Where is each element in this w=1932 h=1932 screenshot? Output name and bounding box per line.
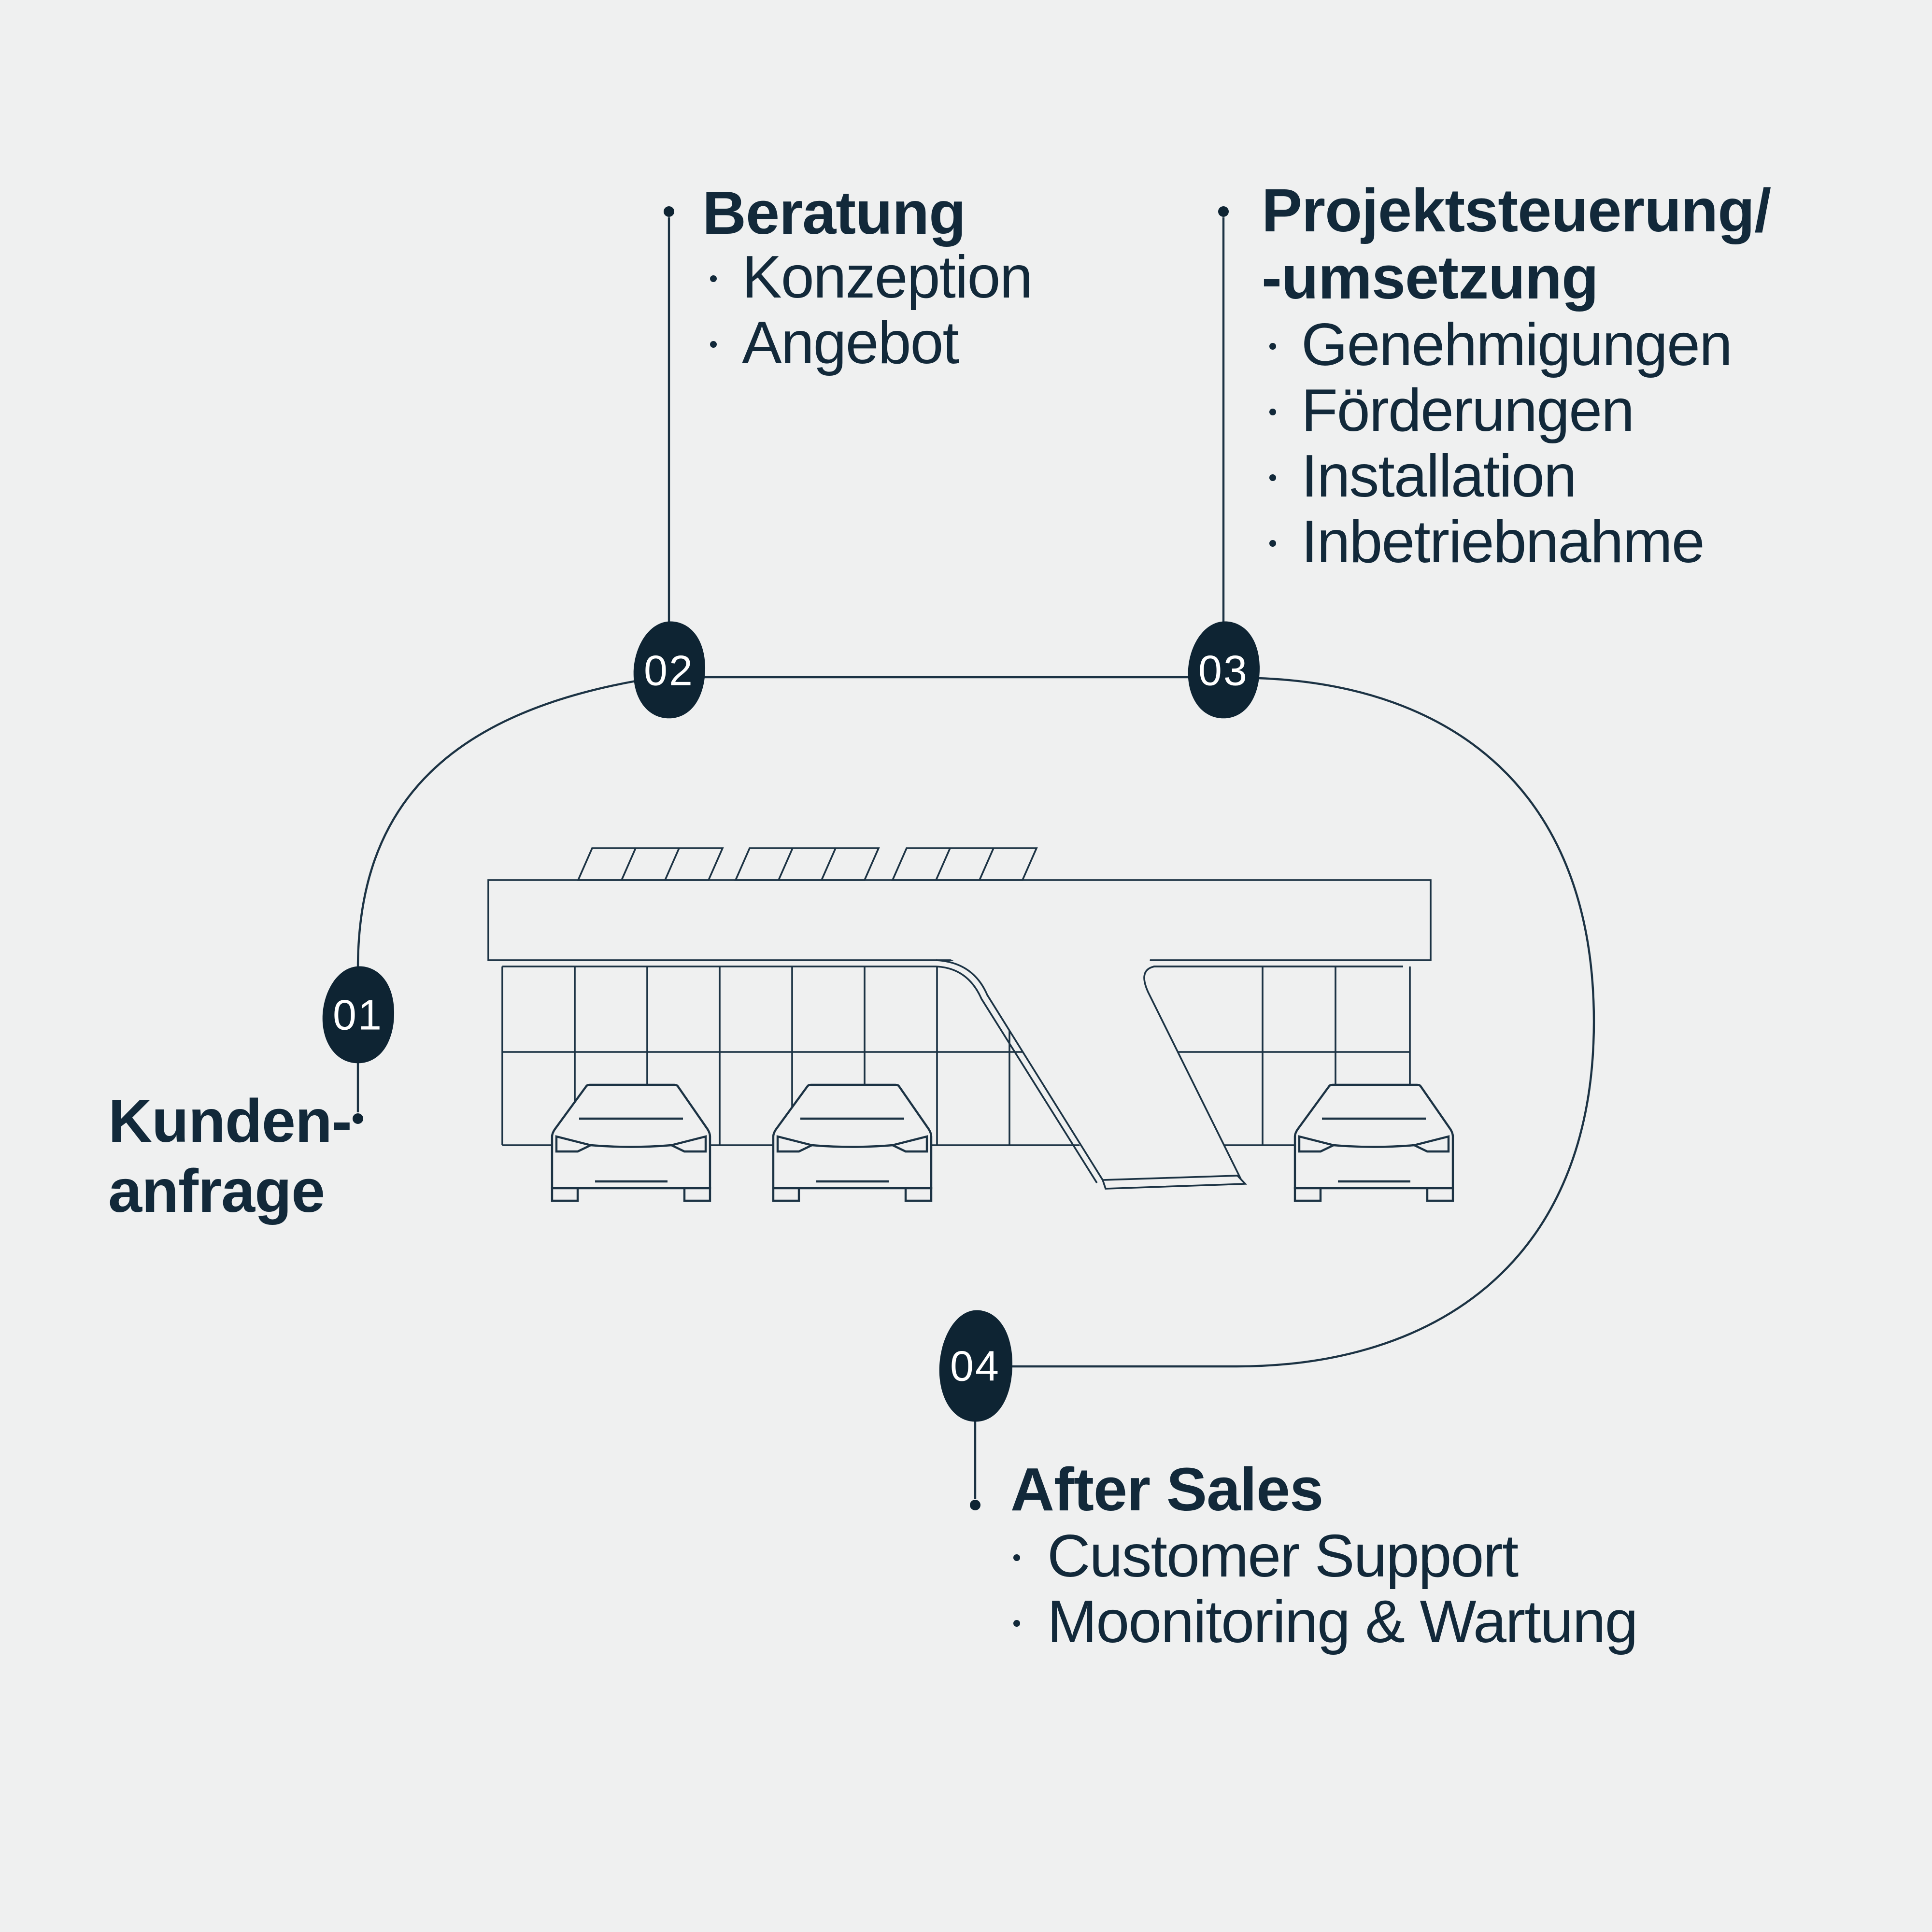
bullet-icon [1269,343,1276,350]
bullet-icon [1013,1554,1020,1561]
step-item: Moonitoring & Wartung [1047,1589,1638,1655]
flow-loop-right-arc [1011,677,1595,1368]
step-item: Angebot [742,310,959,376]
step-item: Customer Support [1047,1523,1519,1590]
bullet-icon [1269,540,1276,547]
roof-slab [487,879,1432,961]
car-2 [773,1085,931,1201]
badge-number-04: 04 [950,1342,1000,1390]
car-3 [1295,1085,1453,1201]
step-item: Konzeption [742,244,1033,311]
solar-panel-group-1 [577,847,724,881]
car-1 [552,1085,710,1201]
connector-dot-step3 [1218,206,1229,217]
connector-dot-step2 [664,206,674,217]
badge-number-01: 01 [333,991,383,1039]
step-title-beratung: Beratung [702,179,966,247]
step-title-projektsteuerung-1: Projektsteuerung/ [1262,176,1771,244]
bullet-icon [1269,409,1276,415]
step-title-after-sales: After Sales [1010,1455,1323,1523]
connector-dot-step4 [970,1500,980,1510]
step-title-kundenanfrage-2: anfrage [108,1157,325,1225]
bullet-icon [710,341,717,348]
solar-panel-group-3 [891,847,1038,881]
solar-panel-group-2 [734,847,880,881]
badge-number-03: 03 [1198,647,1249,695]
bullet-icon [710,275,717,282]
badge-number-02: 02 [644,647,694,695]
bullet-icon [1269,474,1276,481]
step-item: Förderungen [1301,377,1634,444]
flow-loop-left-arc [356,680,636,969]
swoosh-ramp [936,954,1403,1190]
step-item: Genehmigungen [1301,312,1733,378]
step-item: Installation [1301,443,1577,510]
step-item: Inbetriebnahme [1301,509,1705,575]
step-title-projektsteuerung-2: -umsetzung [1262,243,1599,312]
step-title-kundenanfrage-1: Kunden- [108,1087,352,1155]
bullet-icon [1013,1620,1020,1627]
connector-dot-step1 [353,1113,363,1124]
